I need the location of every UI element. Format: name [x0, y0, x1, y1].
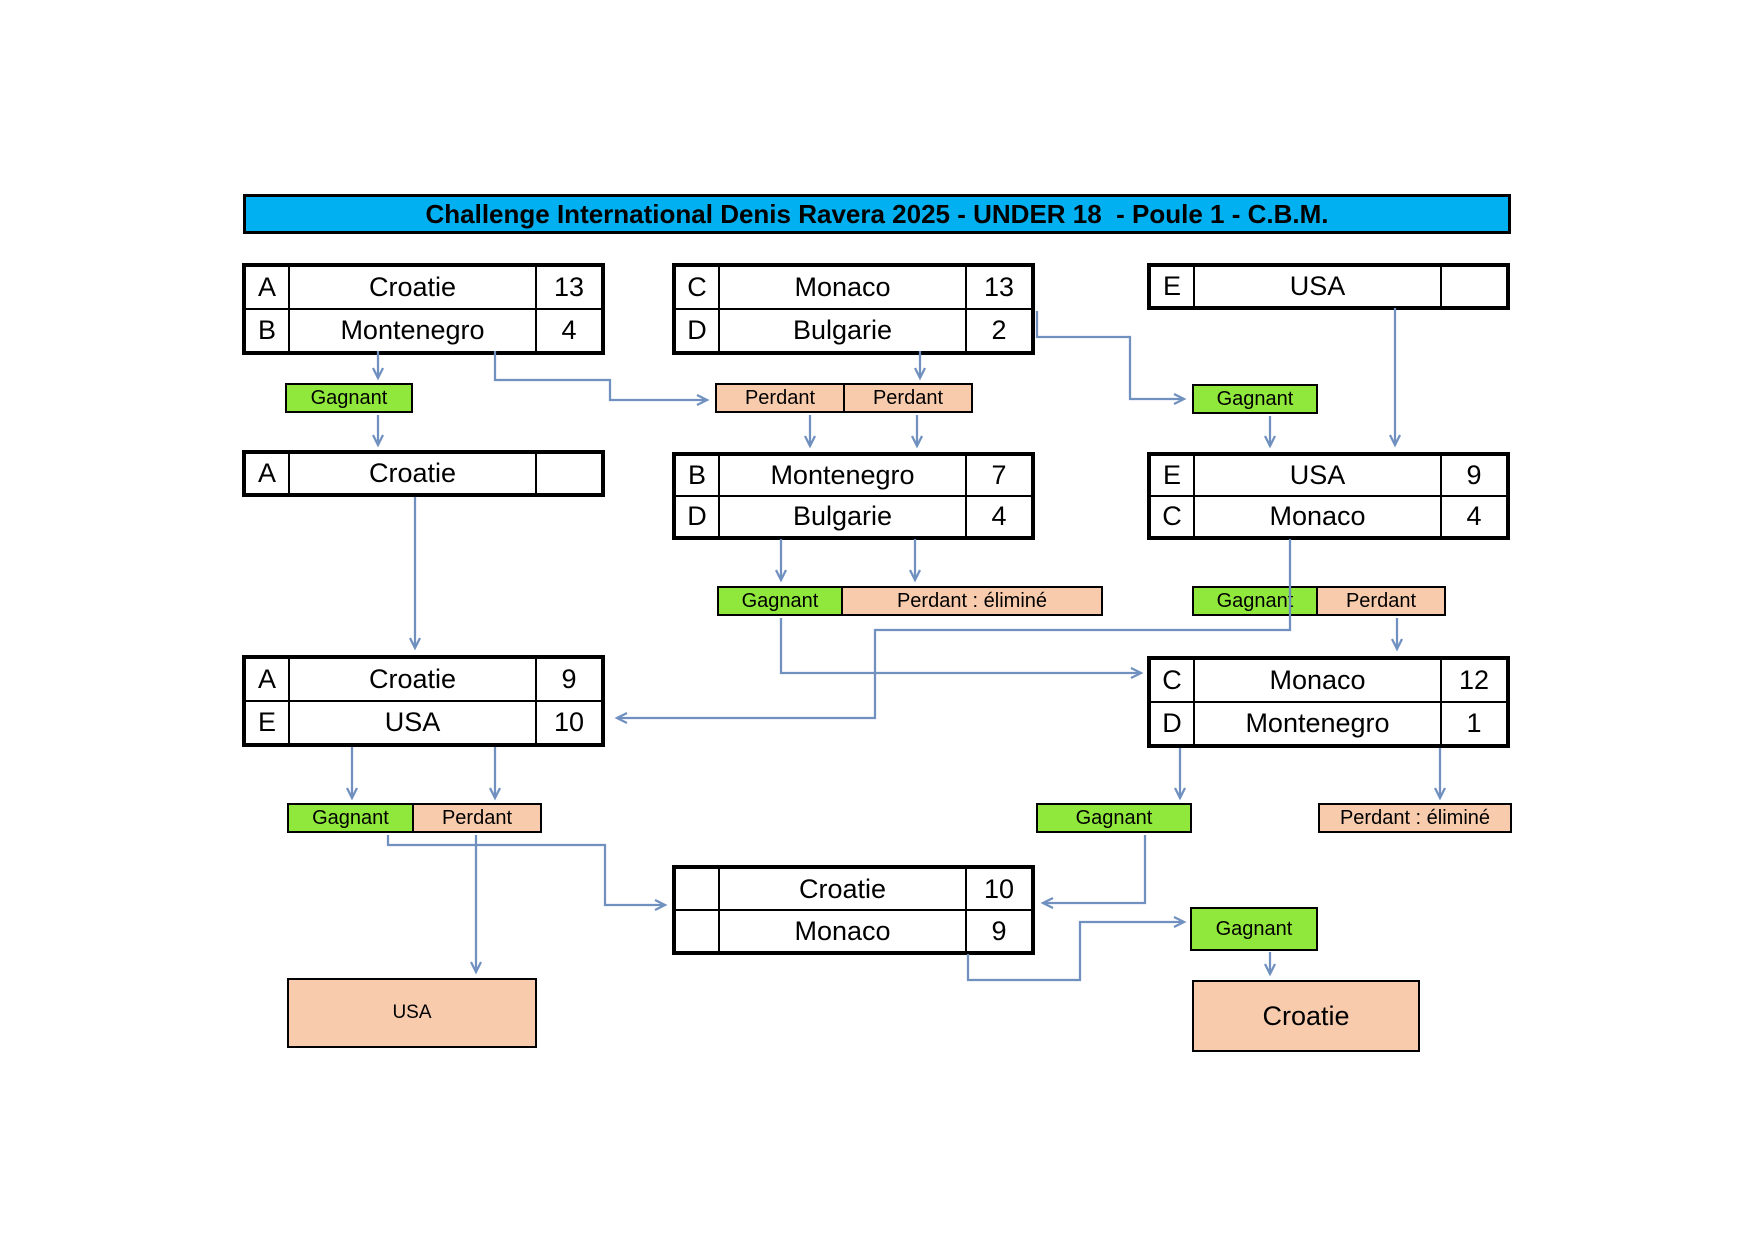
team-name: Montenegro — [720, 456, 965, 495]
slot-letter: C — [676, 267, 718, 308]
match-table-r2-mid: B Montenegro 7 D Bulgarie 4 — [672, 452, 1035, 540]
team-score: 13 — [537, 267, 601, 308]
team-name: Bulgarie — [720, 310, 965, 351]
slot-letter: B — [676, 456, 718, 495]
team-score: 13 — [967, 267, 1031, 308]
loser-label: Perdant — [717, 385, 843, 411]
slot-letter: B — [246, 310, 288, 351]
team-score: 10 — [967, 869, 1031, 909]
winner-loser-labels: Gagnant Perdant — [287, 803, 542, 833]
arrow-loser-montenegro-r1 — [493, 351, 710, 407]
team-score: 10 — [537, 702, 601, 743]
slot-letter: D — [676, 310, 718, 351]
slot-letter: E — [246, 702, 288, 743]
slot-letter: A — [246, 454, 288, 493]
match-table-r1-mid: C Monaco 13 D Bulgarie 2 — [672, 263, 1035, 355]
team-score: 1 — [1442, 703, 1506, 744]
team-score: 9 — [1442, 456, 1506, 495]
match-table-r3-left: A Croatie 9 E USA 10 — [242, 655, 605, 747]
slot-letter: C — [1151, 660, 1193, 701]
result-box-usa: USA — [287, 978, 537, 1048]
slot-letter: A — [246, 659, 288, 700]
match-table-r1-right: E USA — [1147, 263, 1510, 310]
page-title: Challenge International Denis Ravera 202… — [243, 194, 1511, 234]
team-name: USA — [1195, 456, 1440, 495]
loser-eliminated-label: Perdant : éliminé — [1318, 803, 1512, 833]
team-name: Croatie — [290, 267, 535, 308]
team-score: 4 — [967, 497, 1031, 536]
team-name: Montenegro — [1195, 703, 1440, 744]
team-name: USA — [1195, 267, 1440, 306]
loser-label: Perdant — [845, 385, 971, 411]
team-score: 12 — [1442, 660, 1506, 701]
team-name: Croatie — [720, 869, 965, 909]
winner-label: Gagnant — [1036, 803, 1192, 833]
match-table-r2-left: A Croatie — [242, 450, 605, 497]
team-score: 9 — [537, 659, 601, 700]
arrow-winner-monaco-r1 — [1035, 311, 1187, 406]
team-name: Montenegro — [290, 310, 535, 351]
slot-letter: D — [1151, 703, 1193, 744]
team-score: 4 — [537, 310, 601, 351]
loser-label: Perdant — [1318, 588, 1444, 614]
arrow-croatie-to-final — [386, 835, 668, 912]
match-table-r2-right: E USA 9 C Monaco 4 — [1147, 452, 1510, 540]
winner-label: Gagnant — [719, 588, 841, 614]
slot-letter: D — [676, 497, 718, 536]
team-name: Monaco — [720, 267, 965, 308]
result-box-croatie: Croatie — [1192, 980, 1420, 1052]
team-score: 4 — [1442, 497, 1506, 536]
team-name: Croatie — [290, 454, 535, 493]
loser-eliminated-label: Perdant : éliminé — [843, 588, 1101, 614]
slot-letter: E — [1151, 456, 1193, 495]
team-score — [1442, 267, 1506, 306]
winner-label: Gagnant — [1190, 907, 1318, 951]
loser-label: Perdant — [414, 805, 540, 831]
team-name: Croatie — [290, 659, 535, 700]
slot-letter: C — [1151, 497, 1193, 536]
team-score: 9 — [967, 911, 1031, 951]
team-score: 7 — [967, 456, 1031, 495]
winner-loser-labels: Gagnant Perdant : éliminé — [717, 586, 1103, 616]
match-table-r3-right: C Monaco 12 D Montenegro 1 — [1147, 656, 1510, 748]
winner-loser-labels: Gagnant Perdant — [1192, 586, 1446, 616]
team-name: USA — [290, 702, 535, 743]
slot-letter: E — [1151, 267, 1193, 306]
slot-letter — [676, 869, 718, 909]
winner-label: Gagnant — [285, 383, 413, 413]
slot-letter — [676, 911, 718, 951]
winner-label: Gagnant — [1192, 384, 1318, 414]
winner-label: Gagnant — [1194, 588, 1316, 614]
team-name: Monaco — [720, 911, 965, 951]
match-table-r1-left: A Croatie 13 B Montenegro 4 — [242, 263, 605, 355]
team-score — [537, 454, 601, 493]
team-name: Monaco — [1195, 497, 1440, 536]
loser-loser-labels: Perdant Perdant — [715, 383, 973, 413]
match-table-final: Croatie 10 Monaco 9 — [672, 865, 1035, 955]
winner-label: Gagnant — [289, 805, 412, 831]
team-score: 2 — [967, 310, 1031, 351]
arrow-monaco-to-final — [1040, 835, 1147, 910]
team-name: Bulgarie — [720, 497, 965, 536]
arrow-montenegro-winner-route — [779, 618, 1144, 680]
slot-letter: A — [246, 267, 288, 308]
team-name: Monaco — [1195, 660, 1440, 701]
